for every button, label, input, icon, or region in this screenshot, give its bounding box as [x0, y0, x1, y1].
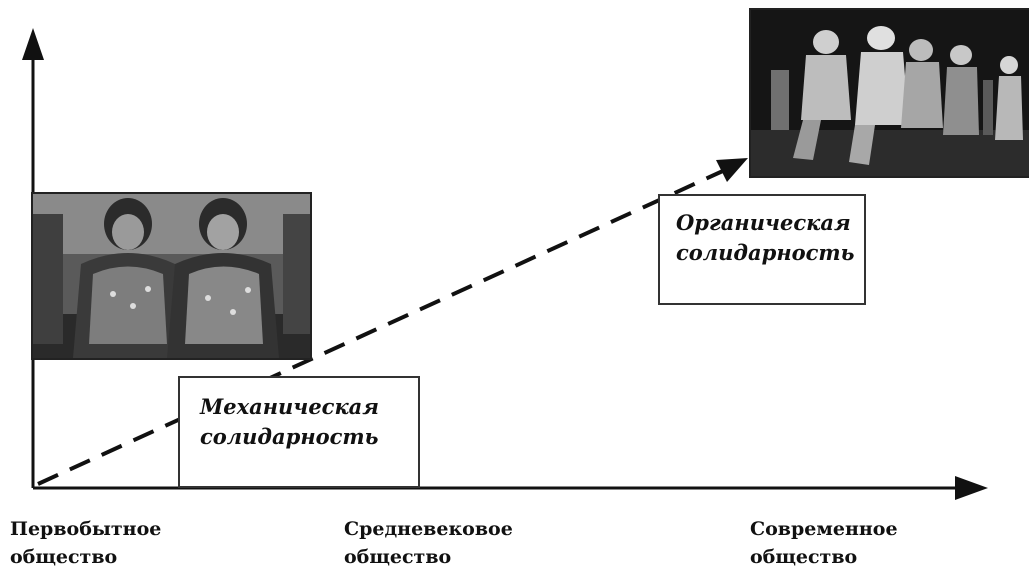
modern-football-photo [749, 8, 1029, 178]
organic-solidarity-line2: солидарность [676, 240, 855, 265]
trend-arrowhead [716, 158, 748, 182]
mechanical-solidarity-box [178, 376, 420, 488]
x-axis-arrowhead [955, 476, 988, 500]
x-label-medieval-line1: Средневековое [344, 518, 513, 540]
y-axis-arrowhead [22, 28, 44, 60]
mechanical-solidarity-line2: солидарность [200, 424, 379, 449]
x-label-modern-line2: общество [750, 546, 858, 568]
x-label-primitive-line2: общество [10, 546, 118, 568]
x-label-medieval-line2: общество [344, 546, 452, 568]
x-label-modern-line1: Современное [750, 518, 898, 540]
trend-dashed-line [37, 168, 726, 486]
mechanical-solidarity-line1: Механическая [200, 394, 380, 419]
x-label-primitive-line1: Первобытное [10, 518, 162, 540]
primitive-people-photo [31, 192, 312, 360]
organic-solidarity-box [658, 194, 866, 305]
organic-solidarity-line1: Органическая [676, 210, 851, 235]
